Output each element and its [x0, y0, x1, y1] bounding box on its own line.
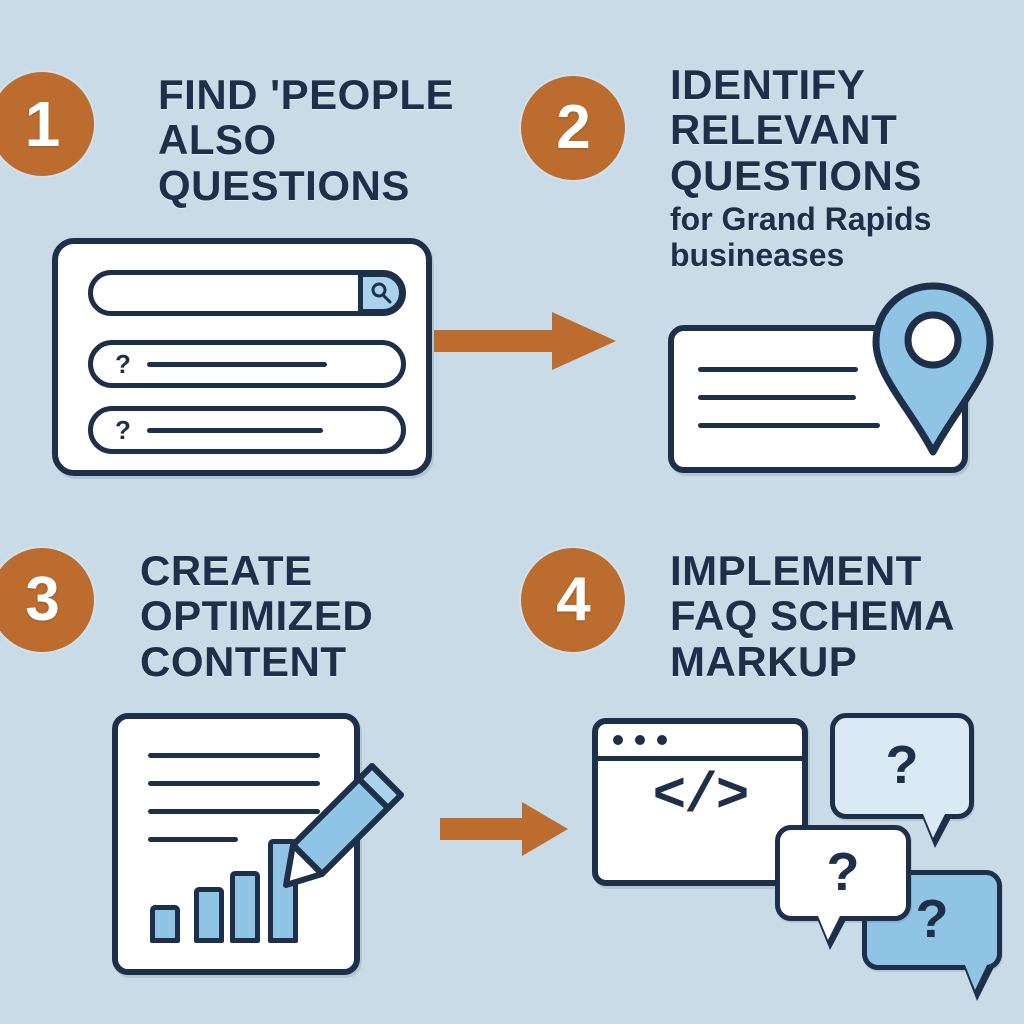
- question-text-line: [146, 427, 323, 433]
- arrow-right-icon: [434, 310, 616, 372]
- speech-bubble: ?: [862, 870, 1002, 1001]
- speech-bubble: ?: [830, 713, 974, 848]
- step-4-number: 4: [556, 565, 590, 634]
- window-dot-icon: [613, 734, 623, 745]
- map-pin-icon: [870, 280, 996, 460]
- step-4-title: IMPLEMENT FAQ SCHEMA MARKUP: [670, 547, 954, 685]
- step-2-number-badge: 2: [521, 76, 625, 180]
- step-3-number-badge: 3: [0, 548, 94, 652]
- document-text-line: [148, 781, 320, 786]
- step-1-number: 1: [24, 88, 61, 160]
- document-text-line: [148, 837, 238, 842]
- pencil-icon: [268, 758, 408, 910]
- arrow-right-icon: [440, 800, 568, 858]
- search-input[interactable]: [88, 270, 406, 316]
- chart-bar: [230, 871, 260, 943]
- list-item[interactable]: ?: [88, 406, 406, 454]
- list-item[interactable]: ?: [88, 340, 406, 388]
- bubble-tail-fill: [923, 814, 945, 838]
- card-text-line: [698, 395, 856, 400]
- step-4-number-badge: 4: [521, 548, 625, 652]
- question-mark-icon: ?: [115, 415, 131, 445]
- step-2-title-main: IDENTIFY RELEVANT QUESTIONS: [670, 61, 922, 199]
- question-mark-icon: ?: [115, 349, 131, 379]
- code-icon: </>: [652, 764, 750, 828]
- card-text-line: [698, 423, 880, 428]
- step-2-subtitle: for Grand Rapids busineases: [670, 201, 932, 273]
- window-title-bar: [597, 723, 803, 761]
- document-text-line: [148, 809, 320, 814]
- card-text-line: [698, 367, 858, 372]
- window-dot-icon: [657, 734, 667, 745]
- search-results-card: ? ?: [52, 238, 432, 476]
- code-window: </>: [592, 718, 808, 886]
- chart-bar: [150, 905, 180, 943]
- step-2-title: IDENTIFY RELEVANT QUESTIONS for Grand Ra…: [670, 62, 1000, 274]
- bubble-tail-fill: [818, 916, 840, 940]
- search-icon[interactable]: [358, 272, 404, 314]
- step-3-number: 3: [25, 565, 59, 634]
- step-1-title: FIND 'PEOPLE ALSO QUESTIONS: [158, 71, 455, 209]
- question-mark-icon: ?: [885, 734, 919, 795]
- step-3-title: CREATE OPTIMIZED CONTENT: [140, 547, 374, 685]
- step-2-number: 2: [556, 93, 590, 162]
- question-mark-icon: ?: [826, 841, 860, 902]
- document-text-line: [148, 753, 320, 758]
- chart-bar: [194, 887, 224, 943]
- step-1-number-badge: 1: [0, 72, 94, 176]
- question-mark-icon: ?: [915, 888, 949, 949]
- bubble-tail-fill: [965, 965, 987, 990]
- speech-bubble: ?: [775, 825, 911, 950]
- window-dot-icon: [635, 734, 645, 745]
- question-text-line: [146, 361, 327, 367]
